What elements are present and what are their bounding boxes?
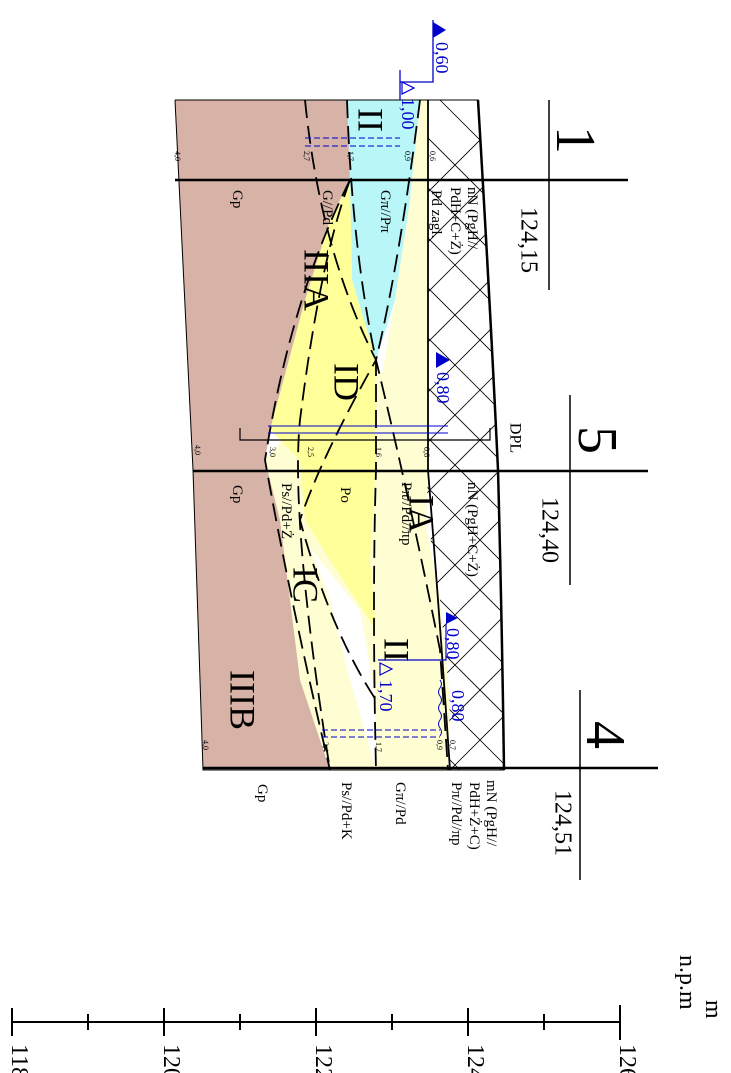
boundary-dashed-3	[299, 99, 378, 701]
water-b4-encountered-icon	[379, 662, 394, 676]
soil-b5-3: Ps//Pd+Ż	[278, 483, 294, 539]
water-b4-stabilized-label: 0,80	[443, 628, 463, 660]
soil-b4-2: Pπ//Pd//πp	[448, 782, 464, 846]
soil-b4-3: Gπ//Pd	[392, 782, 408, 825]
soil-b5-1: Pπ//Pd//πp	[398, 482, 414, 546]
layer-label-ic: IC	[286, 567, 326, 603]
water-b1-stabilized-label: 0,60	[432, 42, 452, 74]
soil-b1-3: Gπ//Pπ	[377, 190, 393, 233]
sand-light-yellow-left	[265, 460, 376, 770]
scale-label-126: 126	[614, 1044, 640, 1073]
depth-b1-2: 1,7	[346, 151, 355, 161]
depth-b5-1: 1,6	[374, 447, 383, 457]
soil-b4-0: mN (PgH//	[483, 780, 499, 847]
depth-b1-1: 0,9	[403, 151, 412, 161]
water-b4-encountered-label: 1,70	[376, 680, 396, 712]
depth-b4-1: 0,9	[435, 740, 444, 750]
soil-b1-2: Pd zagl.	[428, 190, 444, 238]
depth-b5-3: 3,0	[268, 447, 277, 457]
soil-b5-0: nN (PgH+C+Ż)	[464, 482, 480, 577]
depth-b5-2: 2,5	[306, 447, 315, 457]
scale-label-118: 118	[6, 1044, 32, 1073]
depth-b1-4: 4,0	[173, 151, 182, 161]
depth-b4-3: 2,4	[321, 742, 330, 752]
water-b1-encountered-label: 1,00	[398, 98, 418, 130]
soil-b1-4: G//Pd	[319, 190, 335, 226]
borehole-5-elevation: 124,40	[536, 497, 562, 563]
soil-b1-1: PdH+C+Ż)	[447, 187, 463, 255]
scale-label-124: 124	[462, 1044, 488, 1073]
clay-brown-background	[175, 100, 350, 770]
borehole-5-number: 5	[566, 426, 628, 454]
layer-label-id: ID	[327, 363, 367, 401]
borehole-1-number: 1	[544, 126, 606, 154]
layer-label-ii-top: II	[351, 108, 391, 132]
water-b4-other-label: 0,80	[448, 690, 468, 722]
borehole-4-elevation: 124,51	[549, 790, 575, 856]
depth-b4-4: 4,0	[201, 740, 210, 750]
water-b5-icon	[436, 352, 450, 368]
depth-b4-0: 0,7	[448, 740, 457, 750]
depth-b1-3: 2,7	[302, 151, 311, 161]
soil-b1-0: nN (PgH//	[464, 187, 480, 250]
water-b1-stabilized-line	[400, 20, 434, 83]
boundary-dashed-5	[264, 179, 351, 771]
soil-b4-4: Ps//Pd+K	[338, 782, 354, 840]
water-b4-wave-line	[438, 679, 442, 737]
clay-cyan-layer-ii	[347, 100, 420, 360]
boundary-fill-base	[427, 100, 451, 771]
sand-yellow-id	[270, 180, 376, 630]
dpl-bracket	[239, 428, 491, 441]
layer-label-iiib: IIIB	[223, 670, 263, 730]
borehole-1-elevation: 124,15	[515, 207, 541, 273]
scale-label-120: 120	[158, 1044, 184, 1073]
water-b4-stabilized-line	[378, 624, 447, 661]
water-b4-stabilized-icon	[446, 612, 458, 624]
scale-unit-npm: n.p.m	[674, 955, 700, 1010]
layer-label-ia: IA	[402, 495, 442, 533]
depth-b5-0: 0,6	[422, 447, 431, 457]
water-b5-label: 0,80	[433, 372, 453, 404]
scale-unit-m: m	[700, 1000, 726, 1019]
fill-soil-zone	[425, 100, 504, 770]
borehole-4-number: 4	[574, 721, 636, 749]
soil-b4-5: Gp	[254, 784, 270, 802]
soil-b1-5: Gp	[229, 190, 245, 208]
depth-b4-2: 1,7	[374, 742, 383, 752]
water-b1-stabilized-icon	[433, 22, 446, 38]
depth-b5-4: 4,0	[193, 445, 202, 455]
layer-label-ii-mid: II	[377, 638, 417, 662]
ground-surface-line	[476, 99, 506, 771]
depth-b1-0: 0,6	[428, 151, 437, 161]
layer-label-iiia: IIIA	[297, 249, 337, 311]
scale-label-122: 122	[310, 1044, 336, 1073]
water-b1-encountered-icon	[401, 81, 416, 95]
soil-b5-4: Gp	[229, 485, 245, 503]
soil-b4-1: PdH+Ż+C)	[466, 782, 482, 850]
dpl-label: DPL	[506, 423, 523, 453]
soil-b5-2: Po	[337, 487, 353, 503]
